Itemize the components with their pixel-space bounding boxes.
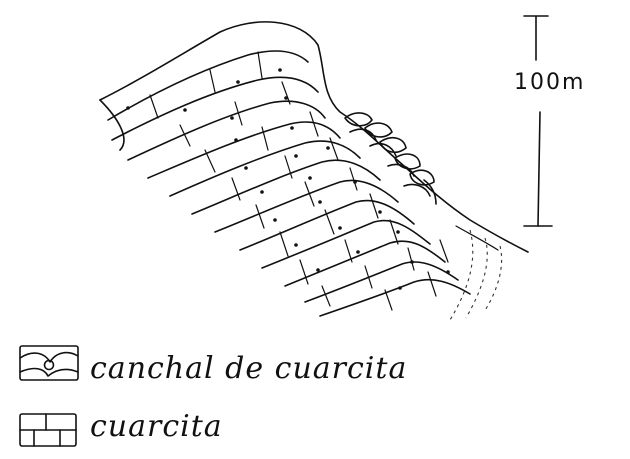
block-dots (126, 68, 450, 290)
scale-bar (523, 15, 553, 227)
scale-label: 100m (514, 70, 586, 95)
quartzite-symbol (19, 413, 77, 447)
joint-lines (149, 51, 449, 311)
hill-outline (99, 21, 529, 253)
scale-bar-line-lower (537, 111, 541, 227)
scree-deposit (344, 112, 437, 205)
front-ridge (99, 99, 125, 151)
legend-label-quartzite: cuarcita (90, 409, 223, 444)
lower-slope (449, 225, 503, 321)
strata-lines (107, 50, 471, 317)
legend-label-scree: canchal de cuarcita (90, 351, 408, 386)
scree-symbol (19, 345, 79, 381)
